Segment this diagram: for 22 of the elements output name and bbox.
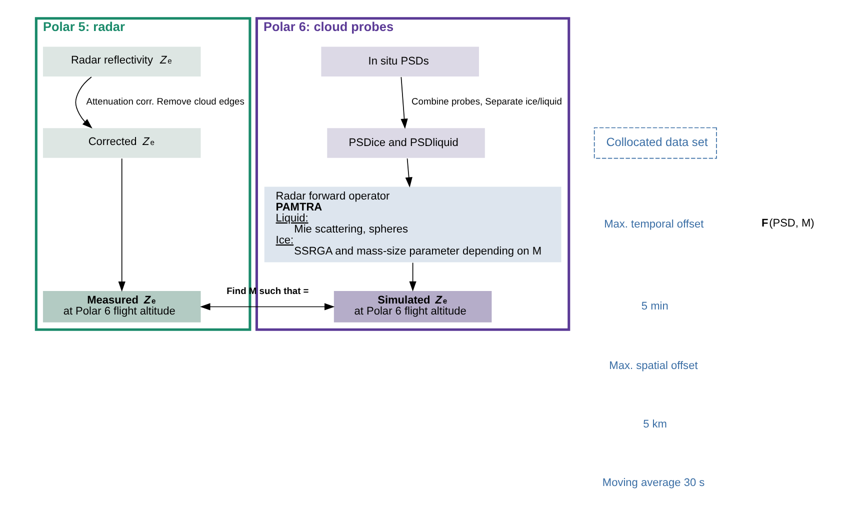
arrow (400, 76, 408, 129)
label: F(PSD, M) (760, 218, 814, 230)
node-box: Measured Ze at Polar 6 flight altitude (42, 290, 202, 324)
node-box: Collocated data set (593, 127, 716, 159)
arrow (118, 158, 125, 292)
arrow (74, 76, 92, 128)
edge-label: Combine probes, Separate ice/liquid (411, 96, 562, 107)
node-box: PSDice and PSDliquid (326, 127, 486, 159)
node-box: Radar forward operator PAMTRA Liquid: Mie scattering, spheres Ice: SSRGA and mass-size parameter depending on M (263, 186, 562, 264)
arrow (408, 262, 416, 292)
label: 5 min (640, 300, 668, 313)
node-box: Simulated Ze at Polar 6 flight altitude (332, 290, 492, 324)
label: Moving average 30 s (602, 477, 704, 490)
label: 5 km (642, 418, 666, 431)
label: Max. temporal offset (604, 218, 704, 230)
node-box: Corrected Ze (42, 127, 202, 159)
arrow (404, 158, 412, 188)
edge-label: Attenuation corr. Remove cloud edges (86, 96, 244, 107)
arrow (200, 303, 334, 310)
node-box: Radar reflectivity Ze (42, 46, 202, 78)
label: Max. spatial offset (608, 360, 698, 372)
node-box: In situ PSDs (320, 46, 480, 78)
